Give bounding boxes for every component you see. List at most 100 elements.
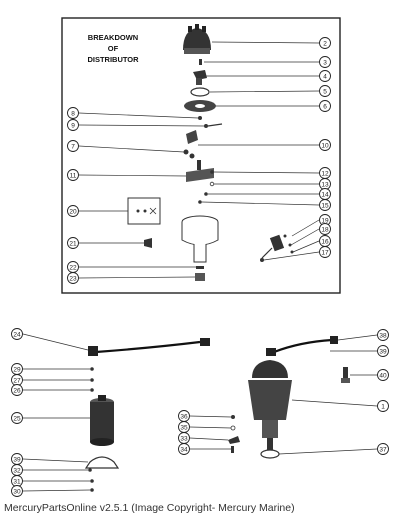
copyright-footer: MercuryPartsOnline v2.5.1 (Image Copyrig… bbox=[4, 502, 295, 514]
callout-number-11: 11 bbox=[70, 172, 77, 179]
leader-line-19 bbox=[291, 219, 320, 237]
leader-line-2 bbox=[211, 41, 320, 44]
callout-number-37: 37 bbox=[379, 446, 387, 453]
callout-bubble-4 bbox=[319, 70, 331, 82]
callout-number-17: 17 bbox=[321, 249, 329, 256]
callout-bubble-7 bbox=[67, 140, 79, 152]
callout-bubble-20 bbox=[67, 205, 79, 217]
detail-inset-box bbox=[127, 197, 161, 225]
callout-number-14: 14 bbox=[321, 191, 329, 198]
coil-wire-part-38 bbox=[266, 336, 338, 356]
title-line-1: BREAKDOWN bbox=[88, 33, 138, 42]
washer-part-35 bbox=[230, 425, 236, 431]
leader-line-35 bbox=[189, 426, 232, 429]
screw-part bbox=[199, 59, 202, 65]
callout-bubble-8 bbox=[67, 107, 79, 119]
leader-line-24 bbox=[22, 333, 89, 351]
leader-line-8 bbox=[78, 112, 199, 119]
callout-number-40: 40 bbox=[379, 372, 387, 379]
lead-wire-part bbox=[207, 123, 223, 127]
o-ring-part bbox=[260, 449, 280, 459]
nut-part-36 bbox=[231, 415, 235, 419]
pin-part-15 bbox=[198, 200, 202, 204]
callout-number-5: 5 bbox=[323, 88, 327, 95]
callout-bubble-3 bbox=[319, 56, 331, 68]
washer-part-27 bbox=[90, 378, 94, 382]
callout-bubble-21 bbox=[67, 237, 79, 249]
thrust-washer-part bbox=[196, 266, 204, 269]
callout-bubble-5 bbox=[319, 85, 331, 97]
leader-line-18 bbox=[290, 228, 320, 246]
callout-number-38: 38 bbox=[379, 332, 387, 339]
leader-line-7 bbox=[78, 145, 185, 153]
title-line-2: OF bbox=[108, 44, 119, 53]
callout-bubble-18 bbox=[319, 223, 331, 235]
leader-line-16 bbox=[292, 240, 320, 253]
callout-bubble-30 bbox=[11, 485, 23, 497]
rotor-part bbox=[193, 70, 207, 85]
leader-line-12 bbox=[213, 171, 320, 174]
callout-number-9: 9 bbox=[71, 122, 75, 129]
callout-number-10: 10 bbox=[321, 142, 329, 149]
callout-number-21: 21 bbox=[69, 240, 77, 247]
leader-line-15 bbox=[201, 201, 320, 206]
callout-number-3: 3 bbox=[323, 59, 327, 66]
clip-part-9 bbox=[204, 124, 208, 128]
callout-bubble-25 bbox=[11, 412, 23, 424]
callout-bubble-1 bbox=[377, 400, 389, 412]
leader-line-5 bbox=[209, 90, 320, 93]
callout-number-7: 7 bbox=[71, 143, 75, 150]
nut-part-29 bbox=[90, 367, 94, 371]
leader-line-1 bbox=[291, 399, 378, 407]
leader-line-9 bbox=[78, 124, 205, 127]
bracket-part-21 bbox=[144, 238, 152, 248]
leader-line-38 bbox=[337, 334, 378, 341]
callout-number-2: 2 bbox=[323, 40, 327, 47]
callout-bubble-9 bbox=[67, 119, 79, 131]
callout-number-33: 33 bbox=[180, 435, 188, 442]
callout-bubble-38 bbox=[377, 329, 389, 341]
callout-bubble-11 bbox=[67, 169, 79, 181]
callout-number-25: 25 bbox=[13, 415, 21, 422]
spring-part-12 bbox=[210, 170, 214, 174]
callout-bubble-37 bbox=[377, 443, 389, 455]
callout-number-39: 39 bbox=[379, 348, 387, 355]
callout-bubble-10 bbox=[319, 139, 331, 151]
coil-bracket-part bbox=[84, 456, 120, 469]
leader-line-33 bbox=[189, 437, 229, 441]
callout-bubble-17 bbox=[319, 246, 331, 258]
screw-part-30 bbox=[90, 488, 94, 492]
spark-plug-wire-part-24 bbox=[88, 338, 210, 356]
callout-number-18: 18 bbox=[321, 226, 329, 233]
callout-bubble-2 bbox=[319, 37, 331, 49]
callout-number-4: 4 bbox=[323, 73, 327, 80]
callout-number-36: 36 bbox=[180, 413, 188, 420]
callout-number-27: 27 bbox=[13, 377, 21, 384]
exploded-parts-diagram: BREAKDOWN OF DISTRIBUTOR bbox=[11, 17, 389, 497]
condenser-part bbox=[260, 234, 294, 262]
callout-bubble-6 bbox=[319, 100, 331, 112]
callout-number-32: 32 bbox=[13, 467, 21, 474]
drive-gear-part bbox=[195, 273, 205, 281]
cam-assembly-part bbox=[186, 160, 214, 182]
leader-line-30 bbox=[22, 489, 91, 492]
callout-number-34: 34 bbox=[180, 446, 188, 453]
spring-part-13 bbox=[209, 181, 215, 187]
callout-bubble-39 bbox=[377, 345, 389, 357]
callout-number-12: 12 bbox=[321, 170, 329, 177]
pin-part-14 bbox=[204, 192, 208, 196]
callout-number-35: 35 bbox=[180, 424, 188, 431]
callout-bubble-15 bbox=[319, 199, 331, 211]
callout-number-23: 23 bbox=[69, 275, 77, 282]
distributor-breakdown-panel bbox=[61, 17, 341, 294]
leader-line-36 bbox=[189, 415, 232, 418]
clamp-part-33 bbox=[228, 436, 240, 444]
callout-number-20: 20 bbox=[69, 208, 77, 215]
screw-part-32 bbox=[88, 468, 92, 472]
callout-number-6: 6 bbox=[323, 103, 327, 110]
advance-weights-part bbox=[183, 130, 198, 159]
callout-number-1: 1 bbox=[381, 403, 385, 410]
breaker-plate-part bbox=[184, 100, 216, 112]
title-line-3: DISTRIBUTOR bbox=[87, 55, 139, 64]
callout-number-30: 30 bbox=[13, 488, 21, 495]
